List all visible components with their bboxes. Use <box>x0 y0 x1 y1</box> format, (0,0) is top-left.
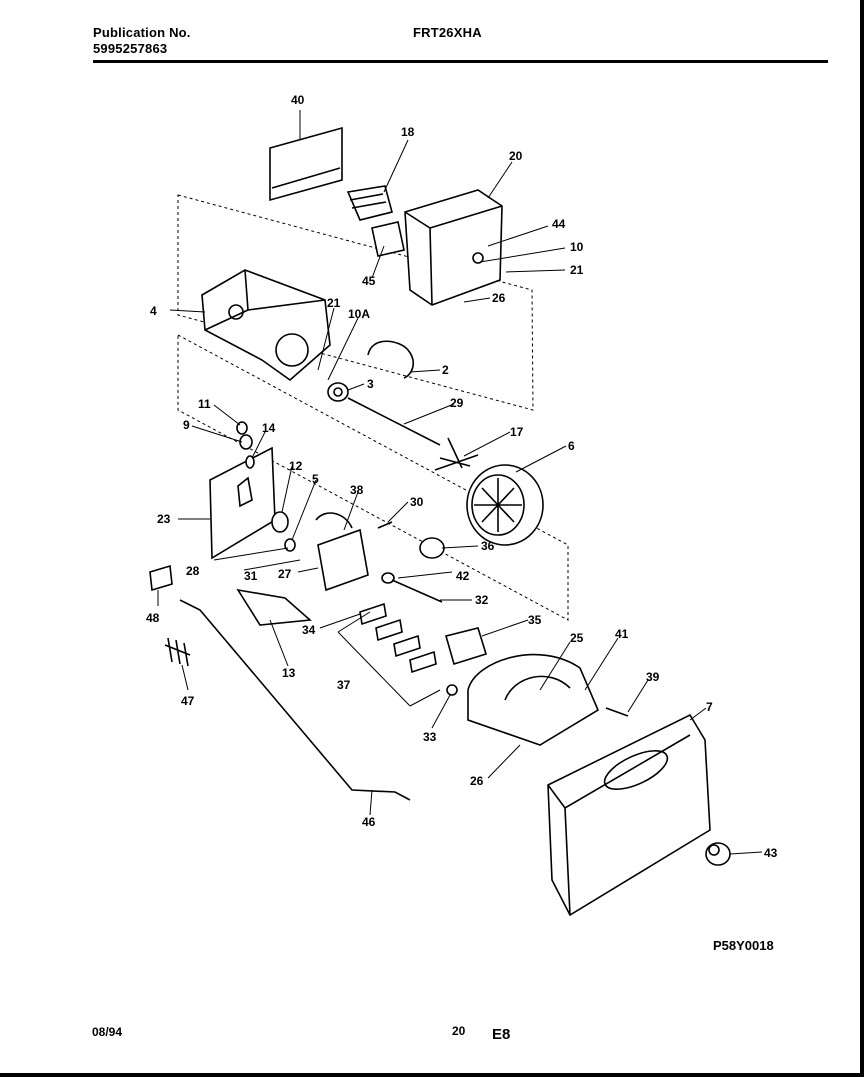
part-label: 28 <box>186 564 200 578</box>
lower-assembly-outline <box>177 334 569 621</box>
part-label: 45 <box>362 274 376 288</box>
part-2-wire-arm <box>367 340 415 379</box>
part-label: 18 <box>401 125 415 139</box>
part-12-ring <box>271 511 289 533</box>
part-label: 43 <box>764 846 778 860</box>
part-5-bushing <box>284 538 296 552</box>
part-17-blade <box>434 437 479 471</box>
part-label: 41 <box>615 627 629 641</box>
part-label: 44 <box>552 217 566 231</box>
part-36-disk <box>419 537 445 559</box>
part-35-switch <box>445 627 487 666</box>
part-label: 34 <box>302 623 316 637</box>
part-label: 38 <box>350 483 364 497</box>
part-label: 36 <box>481 539 495 553</box>
part-label: 26 <box>470 774 484 788</box>
part-30-screw <box>377 521 393 529</box>
upper-assembly-outline <box>177 194 534 411</box>
part-label: 25 <box>570 631 584 645</box>
part-6-auger-wheel <box>466 464 544 546</box>
part-18-connector <box>346 185 393 221</box>
part-label: 9 <box>183 418 190 432</box>
part-label: 39 <box>646 670 660 684</box>
part-4-bucket-frame <box>201 269 331 382</box>
part-3-gear <box>327 382 349 402</box>
part-label: 37 <box>337 678 351 692</box>
part-label: 10A <box>348 307 370 321</box>
part-label: 11 <box>198 397 211 411</box>
part-label: 46 <box>362 815 376 829</box>
part-label: 14 <box>262 421 276 435</box>
section-code: E8 <box>492 1026 511 1043</box>
part-label: 32 <box>475 593 489 607</box>
part-labels: 40 18 20 44 10 21 45 26 4 21 10A 2 3 29 … <box>146 93 778 860</box>
part-label: 40 <box>291 93 305 107</box>
part-label: 35 <box>528 613 542 627</box>
part-label: 30 <box>410 495 424 509</box>
part-label: 12 <box>289 459 303 473</box>
part-39-screw <box>605 707 629 717</box>
part-label: 21 <box>327 296 341 310</box>
part-32-rod <box>381 572 443 603</box>
part-label: 2 <box>442 363 449 377</box>
part-23-mounting-plate <box>209 446 276 560</box>
part-label: 26 <box>492 291 506 305</box>
part-label: 42 <box>456 569 470 583</box>
part-label: 7 <box>706 700 713 714</box>
leader-lines <box>157 110 763 855</box>
model-number: FRT26XHA <box>413 25 482 40</box>
diagram-code: P58Y0018 <box>713 938 774 953</box>
header-rule <box>93 60 828 63</box>
part-46-long-rod <box>179 599 411 801</box>
part-48-bracket <box>149 564 173 592</box>
part-label: 20 <box>509 149 523 163</box>
part-label: 47 <box>181 694 195 708</box>
part-45-switch <box>371 221 405 257</box>
part-label: 29 <box>450 396 464 410</box>
part-20-housing <box>404 189 503 306</box>
part-label: 17 <box>510 425 524 439</box>
part-29-shaft <box>347 397 441 446</box>
publication-label: Publication No. <box>93 25 191 40</box>
part-label: 10 <box>570 240 584 254</box>
part-47-spring <box>164 637 191 667</box>
part-label: 48 <box>146 611 160 625</box>
part-43-knob <box>705 842 731 866</box>
part-7-dispenser-cover <box>547 713 711 917</box>
part-label: 31 <box>244 569 258 583</box>
part-label: 23 <box>157 512 171 526</box>
part-label: 5 <box>312 472 319 486</box>
part-label: 6 <box>568 439 575 453</box>
publication-number: 5995257863 <box>93 41 168 56</box>
page-number: 20 <box>452 1024 466 1038</box>
part-label: 21 <box>570 263 584 277</box>
part-label: 3 <box>367 377 374 391</box>
part-label: 33 <box>423 730 437 744</box>
part-25-chute-housing <box>467 653 600 746</box>
part-label: 4 <box>150 304 157 318</box>
part-label: 13 <box>282 666 296 680</box>
part-11-9-washers <box>236 421 255 469</box>
part-33-nut <box>446 684 458 696</box>
part-13-lever <box>236 588 312 626</box>
part-38-solenoid <box>315 512 369 592</box>
part-label: 27 <box>278 567 292 581</box>
part-40-cover <box>269 126 343 202</box>
part-37-contacts <box>359 602 437 674</box>
footer-date: 08/94 <box>92 1025 123 1039</box>
